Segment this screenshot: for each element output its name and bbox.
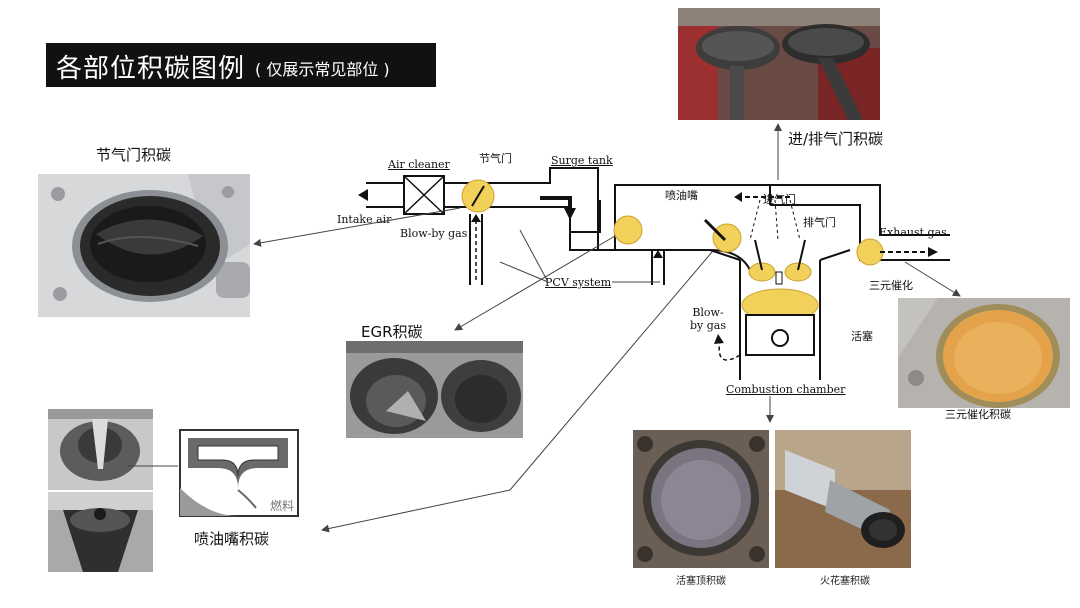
label-piston: 活塞 xyxy=(851,330,873,343)
title-bar: 各部位积碳图例 ( 仅展示常见部位 ) xyxy=(46,43,436,87)
label-catalyst: 三元催化 xyxy=(869,279,913,292)
label-injector: 喷油嘴 xyxy=(665,189,698,202)
page-title: 各部位积碳图例 xyxy=(56,54,246,84)
label-throttle: 节气门 xyxy=(479,152,512,165)
catalyst-photo xyxy=(898,298,1070,408)
label-combustion-chamber: Combustion chamber xyxy=(726,383,846,396)
piston-top-photo xyxy=(633,430,769,568)
label-exhaust-gas: Exhaust gas xyxy=(879,226,947,239)
arrow-catalyst xyxy=(904,261,961,297)
arrow-injector xyxy=(321,251,713,533)
egr-photo xyxy=(346,341,523,438)
label-exhaust-valve: 排气门 xyxy=(803,216,836,229)
engine-schematic xyxy=(358,167,950,380)
valves-caption: 进/排气门积碳 xyxy=(788,130,884,148)
valves-photo xyxy=(678,8,880,120)
injector-photo-bottom xyxy=(48,492,153,572)
label-blowby-top: Blow-by gas xyxy=(400,227,468,240)
page-subtitle: ( 仅展示常见部位 ) xyxy=(255,60,390,79)
label-air-cleaner: Air cleaner xyxy=(388,158,450,171)
piston-top-caption: 活塞顶积碳 xyxy=(676,576,726,587)
throttle-caption: 节气门积碳 xyxy=(96,146,172,164)
injector-diagram: 燃料 xyxy=(178,428,300,518)
spark-plug-photo xyxy=(775,430,911,568)
throttle-photo xyxy=(38,174,250,317)
label-intake-valve: 进气门 xyxy=(763,193,796,206)
fuel-label: 燃料 xyxy=(269,499,294,513)
spark-plug-caption: 火花塞积碳 xyxy=(820,576,870,587)
injector-caption: 喷油嘴积碳 xyxy=(194,530,270,548)
arrow-egr xyxy=(454,235,616,331)
catalyst-caption: 三元催化积碳 xyxy=(945,408,1011,421)
label-blowby-bottom: Blow-by gas xyxy=(690,306,726,332)
label-surge-tank: Surge tank xyxy=(551,154,613,167)
arrow-throttle xyxy=(253,207,461,247)
injector-photo-top xyxy=(48,409,153,490)
label-pcv-system: PCV system xyxy=(545,276,612,289)
egr-caption: EGR积碳 xyxy=(361,323,423,341)
